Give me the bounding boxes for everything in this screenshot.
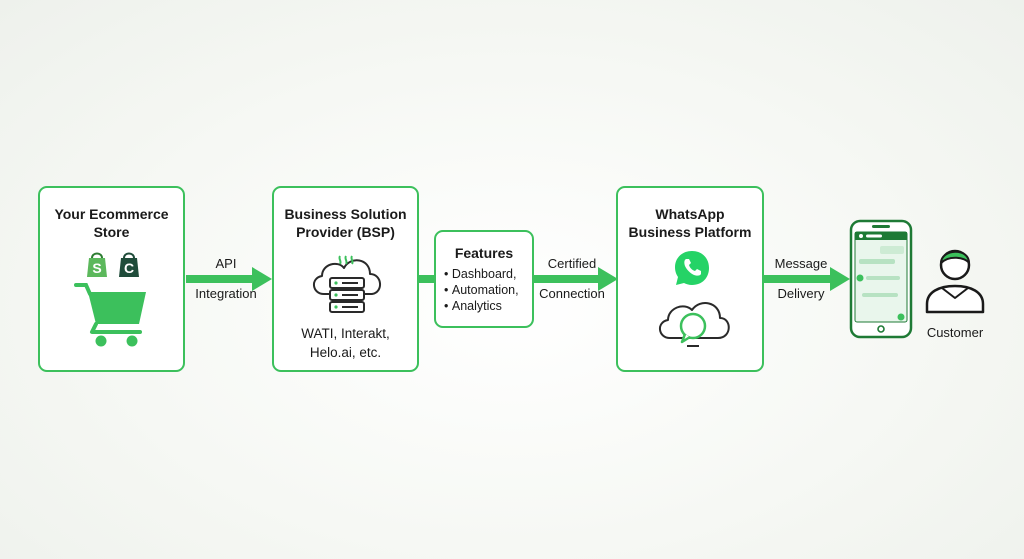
connection-label: Connection [539, 286, 605, 301]
svg-text:S: S [92, 260, 101, 276]
delivery-label: Delivery [777, 286, 825, 301]
whatsapp-title-line1: WhatsApp [655, 206, 725, 222]
certified-arrow [534, 267, 618, 291]
cloud-chat-icon [659, 302, 730, 347]
integration-label: Integration [195, 286, 257, 301]
features-box: Features Dashboard, Automation, Analytic… [434, 230, 534, 328]
store-bag-icon [119, 252, 139, 277]
message-label: Message [774, 256, 828, 271]
whatsapp-platform-box: WhatsApp Business Platform [616, 186, 764, 372]
customer-label: Customer [926, 325, 984, 340]
certified-label: Certified [547, 256, 597, 271]
bsp-examples-line2: Helo.ai, etc. [309, 345, 382, 360]
delivery-arrow [764, 267, 850, 291]
shopify-bag-icon: S [87, 252, 107, 277]
features-title: Features [454, 245, 514, 261]
customer-avatar-icon [925, 249, 985, 314]
features-list: Dashboard, Automation, Analytics [444, 266, 519, 314]
bsp-box: Business Solution Provider (BSP) WATI, I… [272, 186, 419, 372]
store-title-line2: Store [93, 224, 130, 240]
feature-item: Dashboard, [444, 266, 519, 282]
smartphone-icon [849, 219, 913, 339]
feature-item: Analytics [444, 298, 519, 314]
bsp-examples-line1: WATI, Interakt, [301, 326, 390, 341]
shopping-cart-icon [74, 283, 146, 347]
cloud-server-icon [313, 255, 381, 313]
feature-item: Automation, [444, 282, 519, 298]
bsp-features-connector [419, 275, 435, 283]
bsp-title-line1: Business Solution [284, 206, 407, 222]
store-title-line1: Your Ecommerce [54, 206, 169, 222]
api-arrow [186, 267, 272, 291]
ecommerce-store-box: Your Ecommerce Store S C [38, 186, 185, 372]
api-label: API [215, 256, 237, 271]
store-bag-letter: C [123, 260, 135, 276]
whatsapp-logo-icon [675, 251, 709, 285]
bsp-title-line2: Provider (BSP) [296, 224, 395, 240]
whatsapp-title-line2: Business Platform [628, 224, 752, 240]
